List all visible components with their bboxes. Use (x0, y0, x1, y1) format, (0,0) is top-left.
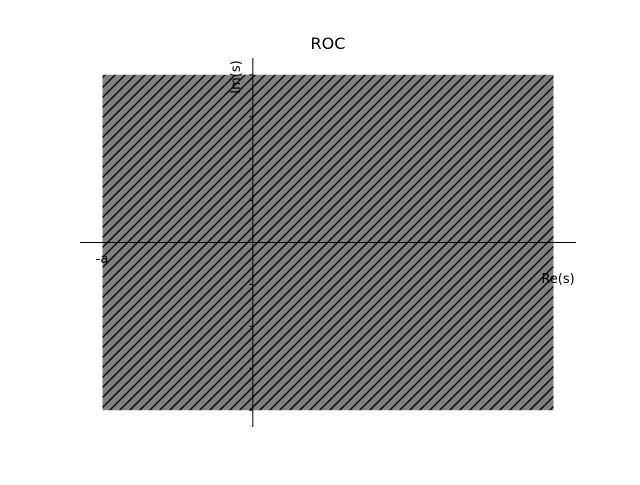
y-axis-label: Im(s) (229, 60, 244, 93)
plot-layer (80, 58, 576, 427)
x-tick-label-neg-a: -a (96, 252, 109, 267)
chart-title: ROC (311, 34, 346, 53)
x-axis-label: Re(s) (541, 272, 574, 287)
